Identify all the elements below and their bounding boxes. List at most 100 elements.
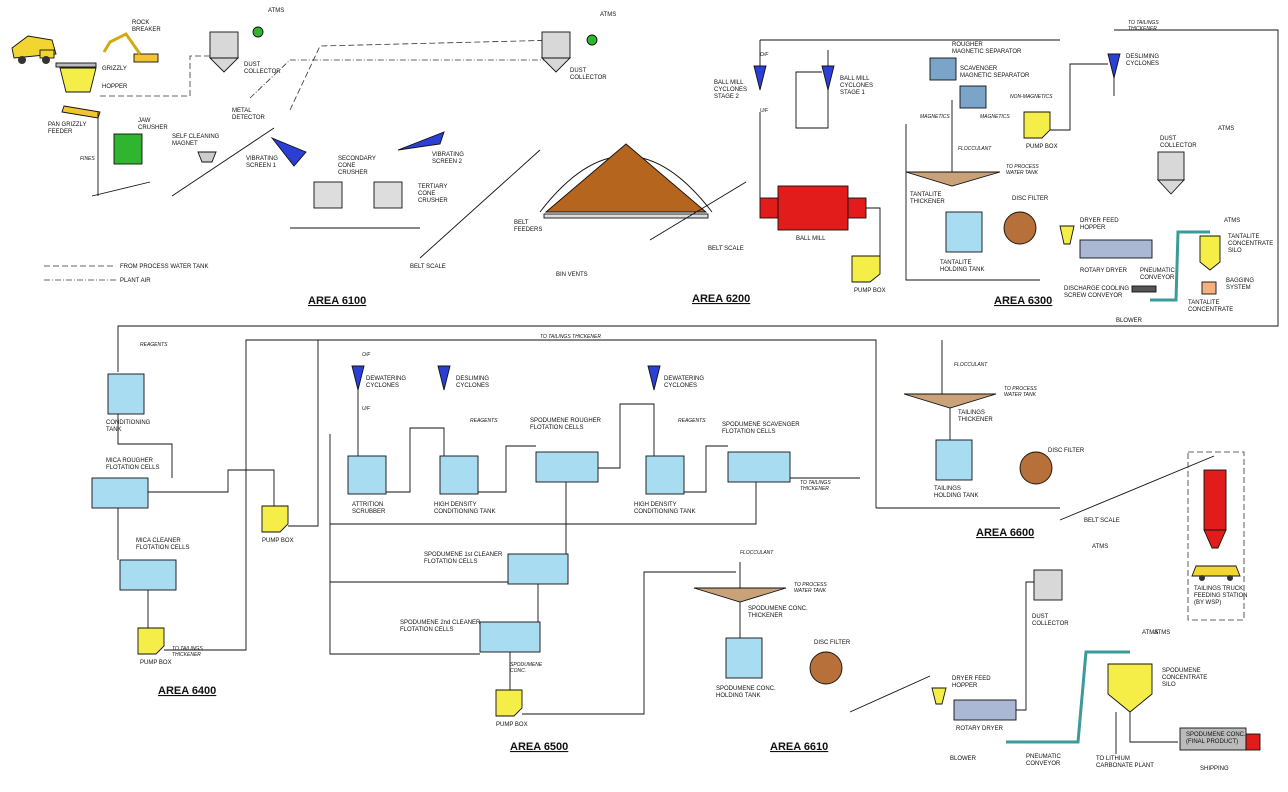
area-6600-label: AREA 6600	[976, 527, 1034, 539]
pump-box-6400-label: PUMP BOX	[140, 660, 172, 666]
rotary-6300-label: ROTARY DRYER	[1080, 268, 1128, 274]
tantalite-silo	[1199, 235, 1221, 271]
grizzly-label: GRIZZLY	[102, 66, 127, 72]
to-tail-top-label: TO TAILINGS THICKENER	[540, 334, 601, 340]
hd-conditioning-tank-1	[439, 455, 479, 495]
dryer-feed-hopper-6610	[931, 687, 947, 705]
dust-collector-3	[1157, 151, 1185, 181]
flocculant-6600-label: FLOCCULANT	[954, 362, 988, 368]
ball-mill-cyclone-2	[753, 65, 767, 91]
pump-box-6400-mica	[137, 627, 165, 655]
flocculant-6300-label: FLOCCULANT	[958, 146, 992, 152]
mica-rougher-cells	[91, 477, 149, 509]
atms-6610-3-label: ATMS	[1154, 630, 1170, 636]
disc-filter-6610	[809, 651, 843, 685]
spodumene-cleaner-1	[507, 553, 569, 585]
atms-6610-label: ATMS	[1092, 544, 1108, 550]
mica-cleaner-cells	[119, 559, 177, 591]
area-6400-label: AREA 6400	[158, 685, 216, 697]
magnetics-2-label: MAGNETICS	[980, 114, 1010, 120]
hd-conditioning-tank-2	[645, 455, 685, 495]
belt-scale-2-label: BELT SCALE	[708, 246, 744, 252]
legend-water-label: FROM PROCESS WATER TANK	[120, 264, 208, 270]
rock-breaker-icon	[102, 32, 159, 63]
disc-filter-6600	[1019, 451, 1053, 485]
disc-filter-6300-label: DISC FILTER	[1012, 196, 1049, 202]
pump-box-6300-label: PUMP BOX	[1026, 144, 1058, 150]
pneumatic-conveyor-6610	[1006, 650, 1130, 744]
disc-filter-6600-label: DISC FILTER	[1048, 448, 1085, 454]
area-6100-label: AREA 6100	[308, 295, 366, 307]
atms-3-label: ATMS	[1218, 126, 1234, 132]
dewatering-cyclone-1	[351, 365, 365, 391]
reagents-6500-label: REAGENTS	[470, 418, 498, 424]
bin-vents-label: BIN VENTS	[556, 272, 588, 278]
ball-mill-cyclone-1	[821, 65, 835, 91]
atms-2-label: ATMS	[600, 12, 616, 18]
scavenger-mag-sep	[959, 85, 987, 109]
tailings-silo	[1203, 469, 1227, 531]
area-6500-label: AREA 6500	[510, 741, 568, 753]
uf-label: U/F	[760, 108, 769, 114]
grizzly-icon	[55, 62, 97, 68]
ball-mill	[777, 185, 849, 231]
dust-collector-6610	[1033, 569, 1063, 601]
pump-box-6500	[495, 689, 523, 717]
dewatering-cyclone-2	[647, 365, 661, 391]
spodumene-rougher-cells	[535, 451, 599, 483]
disc-filter-6300	[1003, 211, 1037, 245]
hopper-icon	[59, 67, 97, 93]
rotary-6610-label: ROTARY DRYER	[956, 726, 1004, 732]
tantalite-holding-tank	[945, 211, 983, 253]
conveyor-1	[91, 181, 151, 197]
blower-6610-label: BLOWER	[950, 756, 977, 762]
pump-box-6200	[851, 255, 881, 283]
belt-scale-1-label: BELT SCALE	[410, 264, 446, 270]
shipping-label: SHIPPING	[1200, 766, 1229, 772]
area-6200-label: AREA 6200	[692, 293, 750, 305]
vibrating-screen-1	[270, 136, 307, 167]
screw-conveyor	[1131, 285, 1157, 293]
of-label: O/F	[760, 52, 769, 58]
fines-label: FINES	[80, 156, 95, 162]
atms-4-label: ATMS	[1224, 218, 1240, 224]
rotary-dryer-6300	[1079, 239, 1153, 259]
magnet-icon	[197, 151, 217, 163]
atms-6610-2-label: ATMS	[1142, 630, 1158, 636]
rougher-mag-sep	[929, 57, 957, 81]
atms-1-label: ATMS	[268, 8, 284, 14]
final-product-label: SPODUMENE CONC.(FINAL PRODUCT)	[1186, 732, 1246, 745]
belt-scale-6600-label: BELT SCALE	[1084, 518, 1120, 524]
magnetics-label: MAGNETICS	[920, 114, 950, 120]
